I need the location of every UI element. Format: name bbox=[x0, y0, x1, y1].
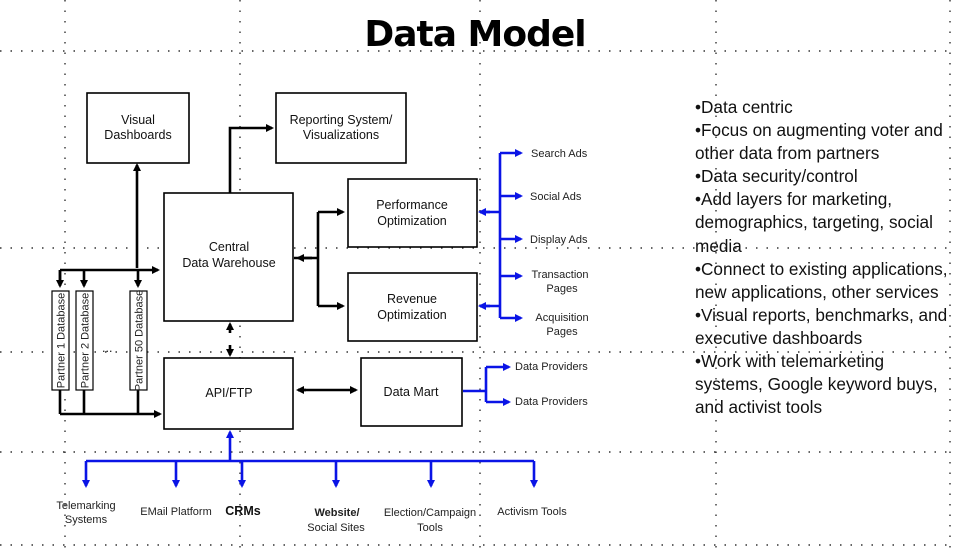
central-data-warehouse-label-2: Data Warehouse bbox=[182, 256, 275, 270]
revenue-optimization-label-1: Revenue bbox=[387, 292, 437, 306]
channel-transaction-pages-1: Transaction bbox=[531, 269, 588, 281]
central-data-warehouse-label-1: Central bbox=[209, 240, 249, 254]
central-data-warehouse-box bbox=[163, 192, 294, 322]
bullet-security: •Data security/control bbox=[695, 166, 858, 187]
revenue-optimization-label-2: Optimization bbox=[377, 308, 447, 322]
key-points-list: •Data centric •Focus on augmenting voter… bbox=[695, 96, 950, 419]
api-ftp-label: API/FTP bbox=[205, 386, 252, 400]
partner-2-database-box bbox=[75, 290, 94, 391]
revenue-optimization-box bbox=[347, 272, 478, 342]
channel-search-ads: Search Ads bbox=[531, 148, 588, 160]
channel-social-ads: Social Ads bbox=[530, 191, 582, 203]
channel-acquisition-pages-2: Pages bbox=[546, 326, 578, 338]
source-website-1: Website/ bbox=[314, 507, 359, 519]
black-connectors bbox=[56, 124, 358, 418]
bullet-augmenting-data: •Focus on augmenting voter and other dat… bbox=[695, 120, 943, 164]
source-telemarking-2: Systems bbox=[65, 514, 108, 526]
performance-optimization-label-2: Optimization bbox=[377, 214, 447, 228]
bullet-visual-reports: •Visual reports, benchmarks, and executi… bbox=[695, 304, 948, 348]
source-election-1: Election/Campaign bbox=[384, 507, 476, 519]
channel-acquisition-pages-1: Acquisition bbox=[535, 312, 588, 324]
source-crms: CRMs bbox=[225, 504, 260, 518]
data-mart-box bbox=[360, 357, 463, 427]
data-provider-1: Data Providers bbox=[515, 361, 588, 373]
bullet-connect: •Connect to existing applications, new a… bbox=[695, 258, 948, 302]
bullet-telemarketing: •Work with telemarketing systems, Google… bbox=[695, 351, 938, 418]
data-mart-label: Data Mart bbox=[384, 385, 439, 399]
performance-optimization-box bbox=[347, 178, 478, 248]
data-provider-2: Data Providers bbox=[515, 396, 588, 408]
partner-50-database-box bbox=[129, 290, 148, 391]
source-election-2: Tools bbox=[417, 522, 443, 534]
partner-ellipsis: ... bbox=[102, 341, 112, 355]
reporting-system-box bbox=[275, 92, 407, 164]
channel-display-ads: Display Ads bbox=[530, 234, 588, 246]
page-title: Data Model bbox=[364, 14, 586, 55]
source-email-platform: EMail Platform bbox=[140, 506, 212, 518]
visual-dashboards-label-1: Visual bbox=[121, 113, 155, 127]
channel-transaction-pages-2: Pages bbox=[546, 283, 578, 295]
api-ftp-box bbox=[163, 357, 294, 430]
reporting-system-label-1: Reporting System/ bbox=[290, 113, 393, 127]
partner-50-database-label: Partner 50 Database bbox=[134, 290, 146, 392]
bullet-data-centric: •Data centric bbox=[695, 97, 793, 117]
source-website-2: Social Sites bbox=[307, 522, 365, 534]
partner-1-database-box bbox=[51, 290, 70, 391]
performance-optimization-label-1: Performance bbox=[376, 198, 448, 212]
data-model-diagram: Visual Dashboards Reporting System/ Visu… bbox=[51, 92, 589, 534]
partner-2-database-label: Partner 2 Database bbox=[80, 293, 92, 388]
reporting-system-label-2: Visualizations bbox=[303, 128, 379, 142]
visual-dashboards-label-2: Dashboards bbox=[104, 128, 171, 142]
source-activism-tools: Activism Tools bbox=[497, 506, 567, 518]
blue-connectors bbox=[82, 149, 538, 488]
visual-dashboards-box bbox=[86, 92, 190, 164]
partner-1-database-label: Partner 1 Database bbox=[56, 293, 68, 388]
bullet-layers: •Add layers for marketing, demographics,… bbox=[695, 189, 933, 256]
source-telemarking-1: Telemarking bbox=[56, 500, 115, 512]
